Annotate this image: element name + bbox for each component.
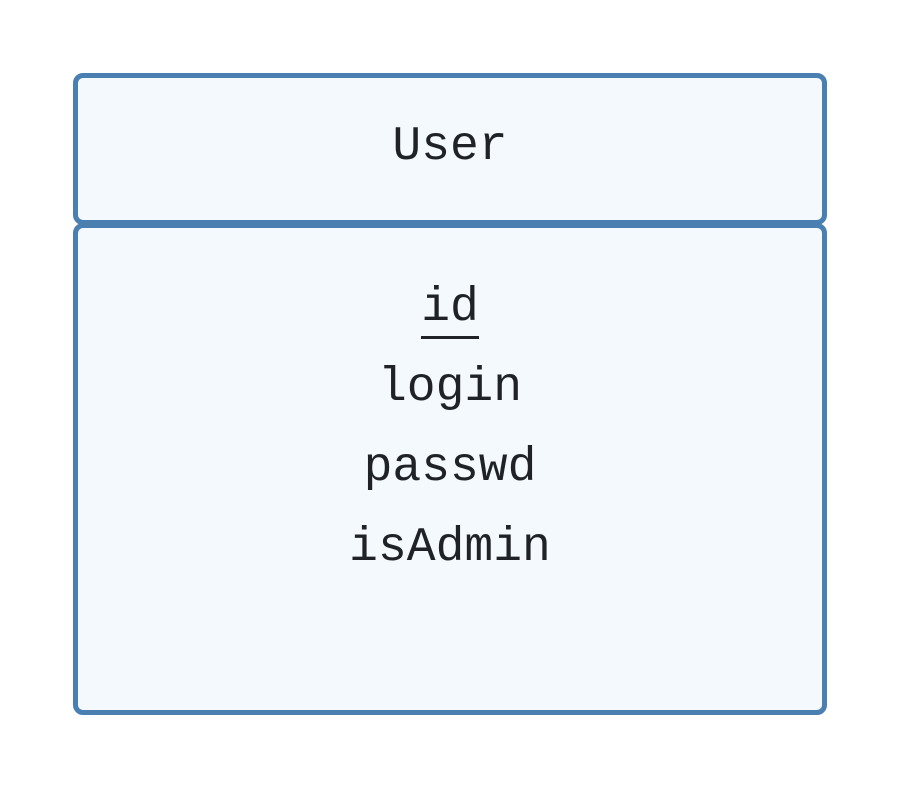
attribute-name: passwd [363, 441, 537, 495]
attribute: login [78, 358, 822, 438]
entity-title: User [392, 120, 508, 174]
attribute-name: login [377, 361, 523, 415]
entity-header: User [73, 73, 827, 225]
attribute: isAdmin [78, 518, 822, 598]
entity-attributes-box: id login passwd isAdmin [73, 223, 827, 715]
attribute: passwd [78, 438, 822, 518]
attribute-name: isAdmin [349, 521, 551, 575]
attribute-name: id [421, 280, 479, 339]
attribute-list: id login passwd isAdmin [78, 278, 822, 598]
attribute-primary-key: id [78, 278, 822, 358]
